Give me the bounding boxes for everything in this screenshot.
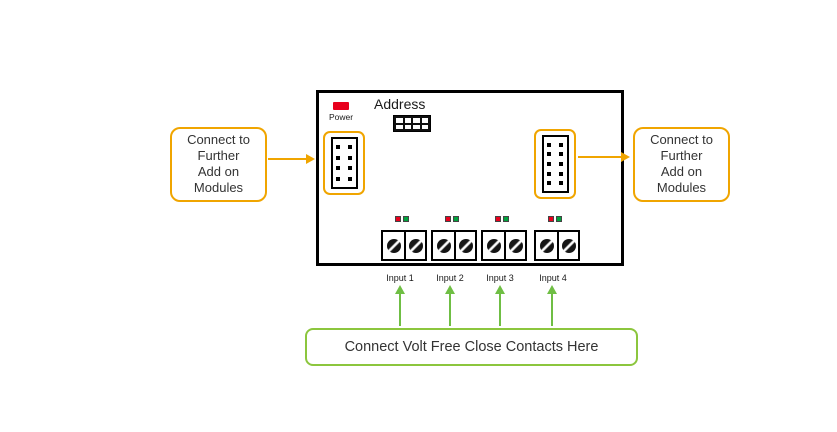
terminal-cell	[433, 232, 454, 259]
note-line: Connect to	[650, 132, 713, 147]
terminal-cell	[557, 232, 578, 259]
green-up-arrow	[551, 293, 553, 326]
input4-status-leds	[548, 216, 562, 222]
green-up-arrow-head-icon	[547, 285, 557, 294]
input3-label: Input 3	[486, 273, 514, 283]
input4-terminal-block	[534, 230, 580, 261]
input2-terminal-block	[431, 230, 477, 261]
red-led-icon	[495, 216, 501, 222]
right-note-box: Connect to Further Add on Modules	[633, 127, 730, 202]
note-line: Add on	[197, 164, 240, 179]
green-up-arrow	[449, 293, 451, 326]
terminal-cell	[483, 232, 504, 259]
input1-status-leds	[395, 216, 409, 222]
note-line: Connect to	[187, 132, 250, 147]
bottom-note-box: Connect Volt Free Close Contacts Here	[305, 328, 638, 366]
module-board: Power Address	[316, 90, 624, 266]
green-up-arrow	[499, 293, 501, 326]
pin-header-icon	[541, 135, 569, 193]
input1-terminal-block	[381, 230, 427, 261]
terminal-cell	[383, 232, 404, 259]
green-up-arrow-head-icon	[495, 285, 505, 294]
yellow-right-arrow	[578, 156, 622, 158]
green-up-arrow	[399, 293, 401, 326]
note-line: Modules	[193, 180, 244, 195]
red-led-icon	[548, 216, 554, 222]
screw-terminal-icon	[486, 238, 501, 253]
terminal-cell	[454, 232, 475, 259]
green-led-icon	[453, 216, 459, 222]
note-line: Further	[197, 148, 240, 163]
screw-terminal-icon	[458, 238, 473, 253]
note-line: Add on	[660, 164, 703, 179]
yellow-right-arrow	[268, 158, 307, 160]
terminal-cell	[404, 232, 425, 259]
note-line: Modules	[656, 180, 707, 195]
screw-terminal-icon	[561, 238, 576, 253]
red-led-icon	[395, 216, 401, 222]
screw-terminal-icon	[386, 238, 401, 253]
green-led-icon	[503, 216, 509, 222]
power-label: Power	[328, 112, 354, 122]
screw-terminal-icon	[539, 238, 554, 253]
left-note-box: Connect to Further Add on Modules	[170, 127, 267, 202]
power-led-icon	[333, 102, 349, 110]
green-led-icon	[556, 216, 562, 222]
yellow-right-arrow-head-icon	[306, 154, 315, 164]
input2-label: Input 2	[436, 273, 464, 283]
green-led-icon	[403, 216, 409, 222]
yellow-right-arrow-head-icon	[621, 152, 630, 162]
expansion-connector-right	[534, 129, 576, 199]
input3-status-leds	[495, 216, 509, 222]
red-led-icon	[445, 216, 451, 222]
green-up-arrow-head-icon	[445, 285, 455, 294]
input2-status-leds	[445, 216, 459, 222]
pin-header-icon	[330, 137, 358, 189]
input3-terminal-block	[481, 230, 527, 261]
green-up-arrow-head-icon	[395, 285, 405, 294]
dip-switch-icon	[393, 115, 431, 132]
terminal-cell	[504, 232, 525, 259]
input4-label: Input 4	[539, 273, 567, 283]
expansion-connector-left	[323, 131, 365, 195]
screw-terminal-icon	[508, 238, 523, 253]
terminal-cell	[536, 232, 557, 259]
screw-terminal-icon	[436, 238, 451, 253]
note-line: Further	[660, 148, 703, 163]
address-label: Address	[374, 96, 426, 112]
input1-label: Input 1	[386, 273, 414, 283]
bottom-note-text: Connect Volt Free Close Contacts Here	[344, 339, 599, 355]
screw-terminal-icon	[408, 238, 423, 253]
